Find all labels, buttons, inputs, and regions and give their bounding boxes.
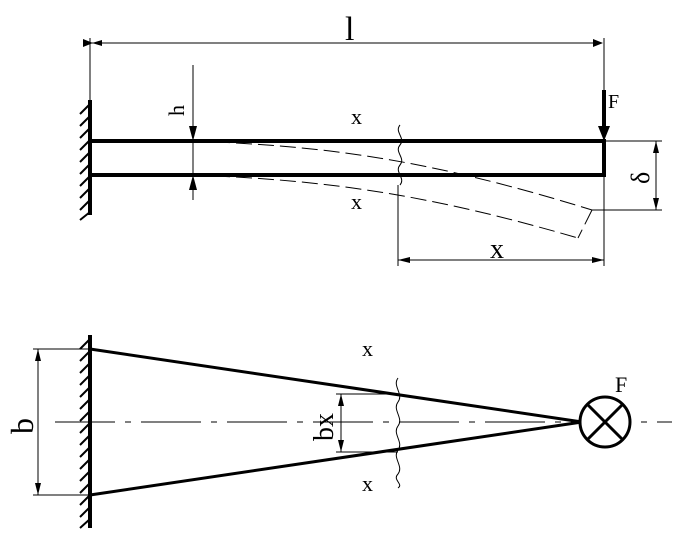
force-label-side: F <box>608 91 619 113</box>
side-view: l F h x x x <box>79 11 662 266</box>
length-dimension <box>83 38 605 141</box>
width-dimension <box>33 348 90 496</box>
section-label-top-top: x <box>362 336 373 361</box>
triangular-beam <box>89 347 583 497</box>
deflection-dimension <box>592 140 662 211</box>
top-wall <box>79 335 92 529</box>
section-label-bottom-side: x <box>351 189 362 214</box>
width-label: b <box>4 418 40 434</box>
cantilever-beam <box>88 139 606 177</box>
section-width-label: bx <box>309 413 340 441</box>
distance-label: x <box>490 234 504 265</box>
force-label-top: F <box>615 372 627 397</box>
deflection-label: δ <box>626 172 655 184</box>
height-dimension <box>189 65 197 200</box>
force-arrow-side <box>598 90 610 141</box>
section-width-dimension <box>336 393 398 453</box>
section-cut-top <box>395 377 401 489</box>
section-label-top-side: x <box>351 104 362 129</box>
height-label: h <box>164 105 189 116</box>
top-view: b bx x x F <box>4 335 672 529</box>
deflected-beam-outline <box>191 140 593 239</box>
force-symbol-top <box>578 395 632 449</box>
length-label: l <box>345 11 354 48</box>
section-cut-side <box>397 124 403 186</box>
section-label-bottom-top: x <box>362 471 373 496</box>
distance-dimension <box>397 175 605 266</box>
